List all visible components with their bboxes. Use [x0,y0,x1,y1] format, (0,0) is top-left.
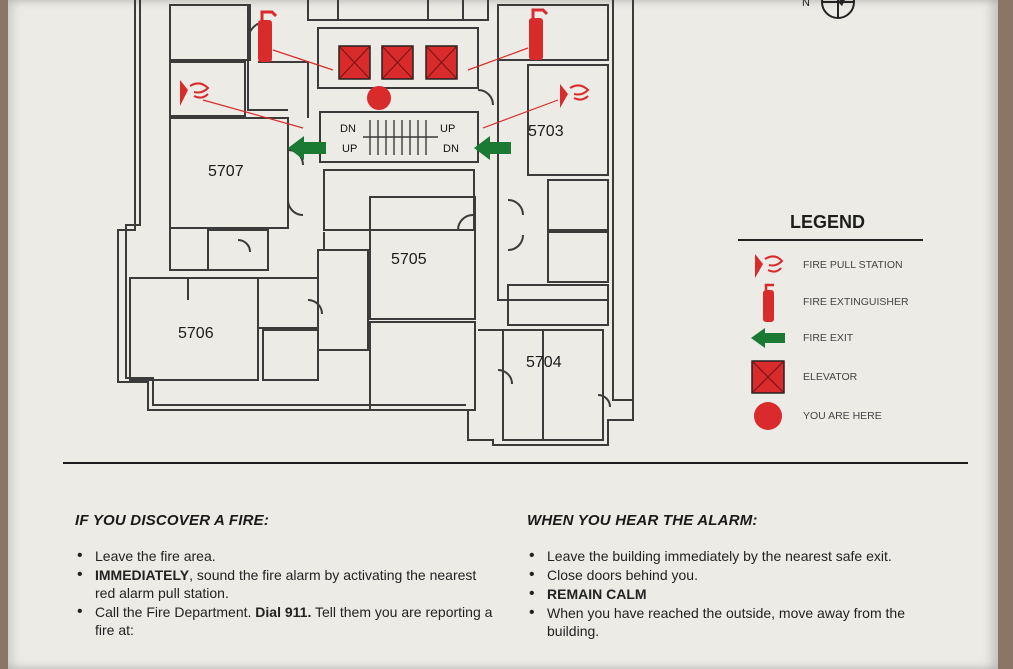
legend-item-you-are-here: YOU ARE HERE [748,396,882,436]
elevator-icon [381,45,414,80]
room-label-5703: 5703 [528,123,564,140]
list-item: Call the Fire Department. Dial 911. Tell… [75,603,495,639]
list-item: When you have reached the outside, move … [527,604,907,640]
elevator-lobby [317,27,479,89]
fire-exit-arrow-icon [751,328,785,348]
you-are-here-icon [754,402,782,430]
fire-extinguisher-icon [258,10,278,62]
stair-dn-right: DN [443,143,459,155]
fire-exit-arrow-icon [474,136,511,160]
legend-item-pull-station: FIRE PULL STATION [748,245,903,285]
legend-label-pull-station: FIRE PULL STATION [803,258,903,271]
list-item: Close doors behind you. [527,566,907,584]
hear-alarm-heading: WHEN YOU HEAR THE ALARM: [527,512,758,529]
you-are-here-icon [367,86,391,110]
section-divider [63,462,968,464]
discover-fire-section: IF YOU DISCOVER A FIRE: Leave the fire a… [75,512,495,640]
stairwell [319,111,479,163]
elevator-icon [425,45,458,80]
stair-up-left: UP [342,143,357,155]
room-label-5706: 5706 [178,325,214,342]
hear-alarm-section: WHEN YOU HEAR THE ALARM: Leave the build… [527,512,907,641]
legend-label-elevator: ELEVATOR [803,370,858,383]
discover-fire-heading: IF YOU DISCOVER A FIRE: [75,512,270,529]
room-label-5707: 5707 [208,163,244,180]
room-label-5704: 5704 [526,354,562,371]
legend-title: LEGEND [790,212,866,232]
stair-up-right: UP [440,123,455,135]
room-label-5705: 5705 [391,251,427,268]
legend-item-fire-exit: FIRE EXIT [748,318,853,358]
list-item: REMAIN CALM [527,585,907,603]
fire-extinguisher-icon [529,8,549,60]
legend-label-fire-exit: FIRE EXIT [803,331,854,344]
list-item: Leave the building immediately by the ne… [527,547,907,565]
fire-evacuation-sign: DN UP UP DN [8,0,998,669]
list-item: IMMEDIATELY, sound the fire alarm by act… [75,566,495,602]
room-outline-5703 [527,64,609,176]
fire-exit-arrow-icon [288,136,326,160]
compass-rose: N [802,0,855,19]
fire-extinguisher-icon [763,283,774,322]
elevator-icon [338,45,371,80]
room-outline-5704 [502,329,604,441]
floor-plan: DN UP UP DN [117,0,634,446]
compass-north: N [802,0,810,9]
legend-item-elevator: ELEVATOR [748,357,857,397]
fire-pull-station-icon [755,254,784,278]
fire-pull-station-icon [180,80,210,106]
elevator-icons [338,45,458,80]
legend-label-you-are-here: YOU ARE HERE [803,409,882,422]
legend-divider [738,239,923,241]
elevator-icon [751,360,785,394]
legend-label-extinguisher: FIRE EXTINGUISHER [803,295,909,308]
legend-item-extinguisher: FIRE EXTINGUISHER [748,282,909,322]
list-item: Leave the fire area. [75,547,495,565]
fire-pull-station-icon [560,84,590,108]
room-outline-5705 [369,196,476,320]
stair-dn-left: DN [340,123,356,135]
building-outline [117,0,634,446]
